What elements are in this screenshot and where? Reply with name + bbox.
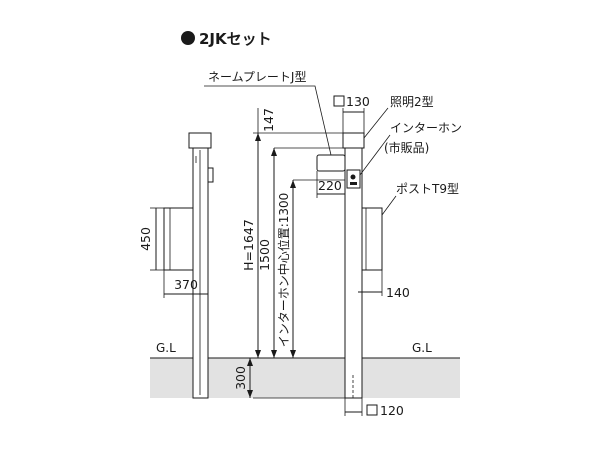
dim-mailbox-width: 370 [174, 277, 198, 292]
front-light [342, 132, 365, 149]
dim-nameplate-width: 220 [318, 178, 342, 193]
dim-mailbox-height: 450 [138, 227, 153, 251]
dim-total-height: H=1647 [241, 219, 256, 271]
side-intercom [207, 167, 214, 183]
side-view: 450 370 [138, 132, 214, 399]
ground-label-left: G.L [156, 341, 176, 355]
front-nameplate [316, 154, 346, 172]
dim-below-ground: 300 [233, 366, 248, 390]
side-mailbox [163, 207, 194, 271]
dim-pole-size: 120 [380, 403, 404, 418]
label-light: 照明2型 [390, 95, 434, 109]
dim-mailbox-depth: 140 [386, 285, 410, 300]
filled-circle-icon [181, 31, 195, 45]
side-light [188, 132, 212, 149]
front-mailbox [361, 207, 383, 271]
square-symbol-icon [366, 404, 378, 416]
dim-light-size: 130 [346, 94, 370, 109]
dim-top-offset: 147 [261, 108, 276, 132]
label-intercom-note: (市販品) [384, 140, 429, 155]
dim-intercom-center: インターホン中心位置:1300 [276, 193, 291, 348]
front-view: H=1647 147 1500 インターホン中心位置:1300 300 [204, 70, 462, 418]
square-symbol-icon [333, 95, 345, 107]
dim-post-height: 1500 [257, 239, 272, 271]
ground-label-right: G.L [412, 341, 432, 355]
side-pole [192, 147, 209, 399]
label-post: ポストT9型 [396, 182, 459, 196]
label-name-plate: ネームプレートJ型 [208, 70, 306, 84]
diagram-title: 2JKセット [199, 30, 272, 48]
label-intercom: インターホン [390, 121, 462, 135]
